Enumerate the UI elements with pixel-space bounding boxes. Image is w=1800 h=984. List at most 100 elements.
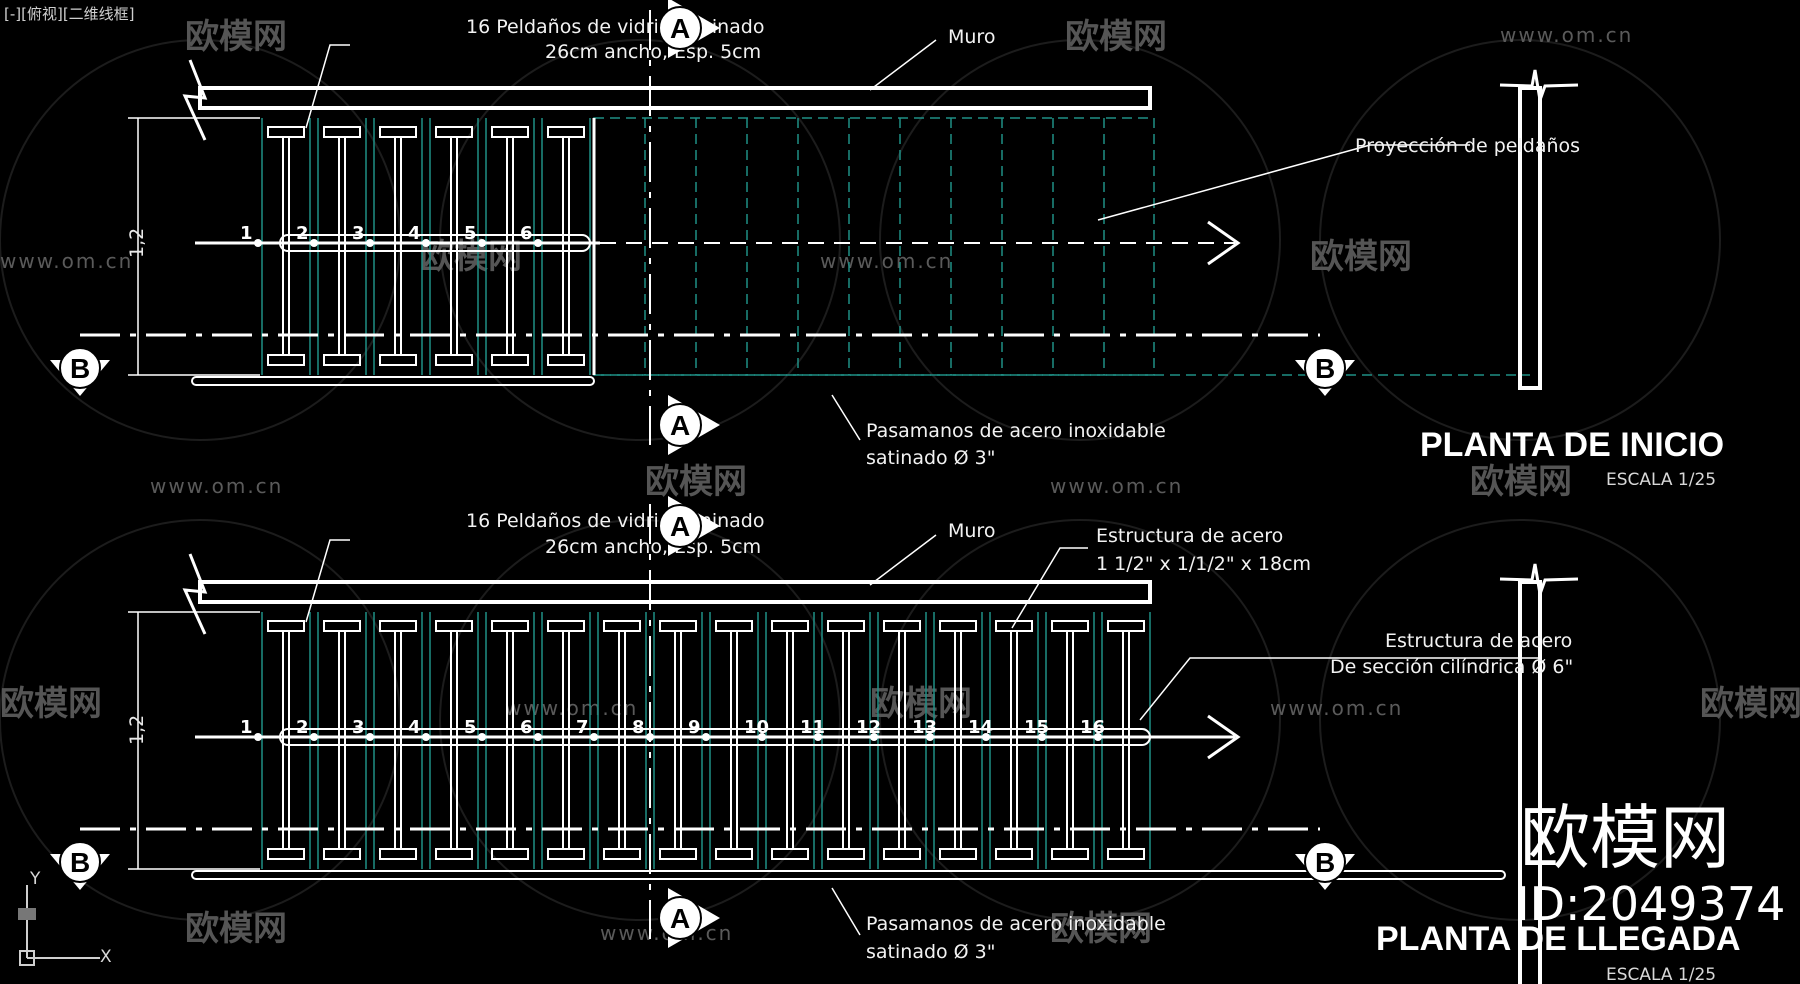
steel-bracket xyxy=(491,620,529,632)
step-dot xyxy=(478,733,486,741)
watermark-brand: 欧模网 xyxy=(1700,684,1800,724)
step-dot xyxy=(926,733,934,741)
step-dot xyxy=(422,733,430,741)
step-dot xyxy=(870,733,878,741)
section-b-circle xyxy=(1304,841,1346,883)
watermark-ring xyxy=(439,519,841,921)
steel-bracket xyxy=(995,620,1033,632)
steel-bracket xyxy=(771,848,809,860)
leader-line xyxy=(1011,547,1088,629)
step-number: 5 xyxy=(464,223,477,244)
steel-bracket xyxy=(1051,620,1089,632)
step-dot xyxy=(310,733,318,741)
bottom-steel-label-line1: Estructura de acero xyxy=(1096,525,1283,547)
leader-line xyxy=(831,394,861,441)
section-a-letter: A xyxy=(670,511,690,542)
step-dot xyxy=(310,239,318,247)
section-b-circle xyxy=(1304,347,1346,389)
steel-bracket xyxy=(1051,848,1089,860)
steel-bracket xyxy=(547,848,585,860)
leader-line xyxy=(305,539,350,623)
top-steps-note-line1: 16 Peldaños de vidrio laminado xyxy=(466,16,764,38)
step-number: 3 xyxy=(352,223,365,244)
step-number: 8 xyxy=(632,717,645,738)
leader-line xyxy=(305,44,350,129)
ucs-y-label: Y xyxy=(29,869,41,889)
watermark-url: www.om.cn xyxy=(1500,23,1633,47)
step-dot xyxy=(254,733,262,741)
watermark-brand: 欧模网 xyxy=(1050,909,1152,949)
steel-bracket xyxy=(827,848,865,860)
viewport-label[interactable]: [-][俯视][二维线框] xyxy=(4,5,135,23)
step-number: 4 xyxy=(408,223,421,244)
bottom-handrail-line1: Pasamanos de acero inoxidable xyxy=(866,913,1166,935)
watermark-url: www.om.cn xyxy=(820,249,953,273)
watermark-brand: 欧模网 xyxy=(1310,237,1412,277)
steel-bracket xyxy=(267,354,305,366)
steel-bracket xyxy=(435,126,473,138)
top-steps-note-line2: 26cm ancho, Esp. 5cm xyxy=(545,41,761,63)
watermark-brand: 欧模网 xyxy=(185,909,287,949)
section-a-circle xyxy=(658,504,702,548)
step-number: 9 xyxy=(688,717,701,738)
watermark-brand: 欧模网 xyxy=(1470,462,1572,502)
brand-overlay: 欧模网 ID:2049374 xyxy=(1516,797,1785,931)
steel-bracket xyxy=(379,848,417,860)
steel-bracket xyxy=(995,848,1033,860)
watermark-brand: 欧模网 xyxy=(185,17,287,57)
section-b-letter: B xyxy=(70,847,90,878)
steel-bracket xyxy=(491,354,529,366)
brand-id: ID:2049374 xyxy=(1516,877,1785,931)
section-a-circle xyxy=(658,403,702,447)
step-number: 4 xyxy=(408,717,421,738)
steel-bracket xyxy=(379,354,417,366)
steel-bracket xyxy=(267,848,305,860)
step-number: 2 xyxy=(296,223,309,244)
step-dot xyxy=(254,239,262,247)
steel-bracket xyxy=(323,848,361,860)
step-dot xyxy=(590,733,598,741)
watermark-brand: 欧模网 xyxy=(1065,17,1167,57)
step-number: 10 xyxy=(744,717,769,738)
step-number: 3 xyxy=(352,717,365,738)
side-wall-break xyxy=(1499,563,1579,600)
leader-line xyxy=(869,39,937,91)
leader-line xyxy=(1139,657,1540,721)
section-a-circle xyxy=(658,896,702,940)
top-handrail-line2: satinado Ø 3" xyxy=(866,447,996,469)
section-a-circle xyxy=(658,6,702,50)
step-dot xyxy=(814,733,822,741)
steel-bracket xyxy=(547,354,585,366)
bottom-plan-title: PLANTA DE LLEGADA xyxy=(1376,920,1741,958)
steel-bracket xyxy=(435,620,473,632)
steel-bracket xyxy=(771,620,809,632)
step-dot xyxy=(646,733,654,741)
watermark-url: www.om.cn xyxy=(505,696,638,720)
ucs-axis-icon[interactable]: Y X xyxy=(18,869,112,967)
step-dot xyxy=(534,733,542,741)
steel-bracket xyxy=(267,126,305,138)
section-b-letter: B xyxy=(70,353,90,384)
bottom-dimension: 1,2 xyxy=(126,715,148,745)
steel-bracket xyxy=(379,126,417,138)
bottom-cyl-label-line2: De sección cilíndrica Ø 6" xyxy=(1330,656,1573,678)
steel-bracket xyxy=(435,848,473,860)
watermark-brand: 欧模网 xyxy=(0,684,102,724)
walking-direction-arrow xyxy=(1207,220,1241,266)
plan-de-llegada: 16 Peldaños de vidrio laminado 26cm anch… xyxy=(80,504,1741,984)
watermark-ring xyxy=(1319,39,1721,441)
walking-direction-arrow xyxy=(1207,714,1241,760)
section-b-circle xyxy=(59,347,101,389)
step-number: 11 xyxy=(800,717,825,738)
steel-bracket xyxy=(659,848,697,860)
steel-bracket xyxy=(491,848,529,860)
step-dot xyxy=(534,239,542,247)
wall xyxy=(198,580,1152,604)
step-dot xyxy=(366,239,374,247)
top-wall-label: Muro xyxy=(948,26,995,48)
step-number: 5 xyxy=(464,717,477,738)
